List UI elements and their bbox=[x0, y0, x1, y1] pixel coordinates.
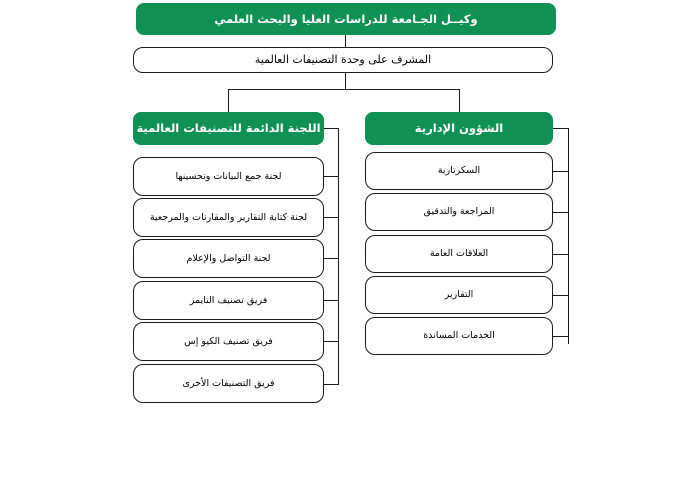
connector-stub-right-2 bbox=[553, 212, 569, 213]
connector-supervisor-trunk bbox=[345, 73, 346, 89]
connector-stub-left-5 bbox=[324, 341, 339, 342]
connector-split-bar bbox=[228, 89, 459, 90]
connector-stub-left-6 bbox=[324, 384, 339, 385]
child-node-right-3[interactable]: العلاقات العامة bbox=[365, 235, 553, 273]
connector-stub-right-3 bbox=[553, 254, 569, 255]
child-node-right-2[interactable]: المراجعة والتدقيق bbox=[365, 193, 553, 231]
connector-drop-right-branch bbox=[459, 89, 460, 116]
branch-header-permanent-committee[interactable]: اللجنة الدائمة للتصنيفات العالمية bbox=[133, 112, 324, 145]
child-node-left-3[interactable]: لجنة التواصل والإعلام bbox=[133, 239, 324, 278]
connector-stub-left-4 bbox=[324, 300, 339, 301]
connector-drop-left-branch bbox=[228, 89, 229, 116]
connector-rail-left-top-stub bbox=[324, 128, 339, 129]
connector-rail-right-top-stub bbox=[553, 128, 569, 129]
child-node-left-4[interactable]: فريق تصنيف التايمز bbox=[133, 281, 324, 320]
connector-stub-left-2 bbox=[324, 217, 339, 218]
child-node-left-6[interactable]: فريق التصنيفات الأخرى bbox=[133, 364, 324, 403]
supervisor-node[interactable]: المشرف على وحدة التصنيفات العالمية bbox=[133, 47, 553, 73]
child-node-left-1[interactable]: لجنة جمع البيانات وتحسينها bbox=[133, 157, 324, 196]
child-node-left-5[interactable]: فريق تصنيف الكيو إس bbox=[133, 322, 324, 361]
child-node-right-1[interactable]: السكرتارية bbox=[365, 152, 553, 190]
child-node-right-4[interactable]: التقارير bbox=[365, 276, 553, 314]
child-node-left-2[interactable]: لجنة كتابة التقارير والمقارنات والمرجعية bbox=[133, 198, 324, 237]
connector-root-to-supervisor bbox=[345, 35, 346, 47]
connector-stub-right-4 bbox=[553, 295, 569, 296]
connector-stub-left-1 bbox=[324, 176, 339, 177]
child-node-right-5[interactable]: الخدمات المساندة bbox=[365, 317, 553, 355]
connector-stub-right-5 bbox=[553, 336, 569, 337]
connector-rail-left-branch bbox=[338, 128, 339, 385]
connector-rail-right-branch bbox=[568, 128, 569, 344]
connector-stub-right-1 bbox=[553, 171, 569, 172]
root-node[interactable]: وكيــل الجـامعة للدراسات العليا والبحث ا… bbox=[136, 3, 556, 35]
branch-header-administrative-affairs[interactable]: الشؤون الإدارية bbox=[365, 112, 553, 145]
connector-stub-left-3 bbox=[324, 258, 339, 259]
